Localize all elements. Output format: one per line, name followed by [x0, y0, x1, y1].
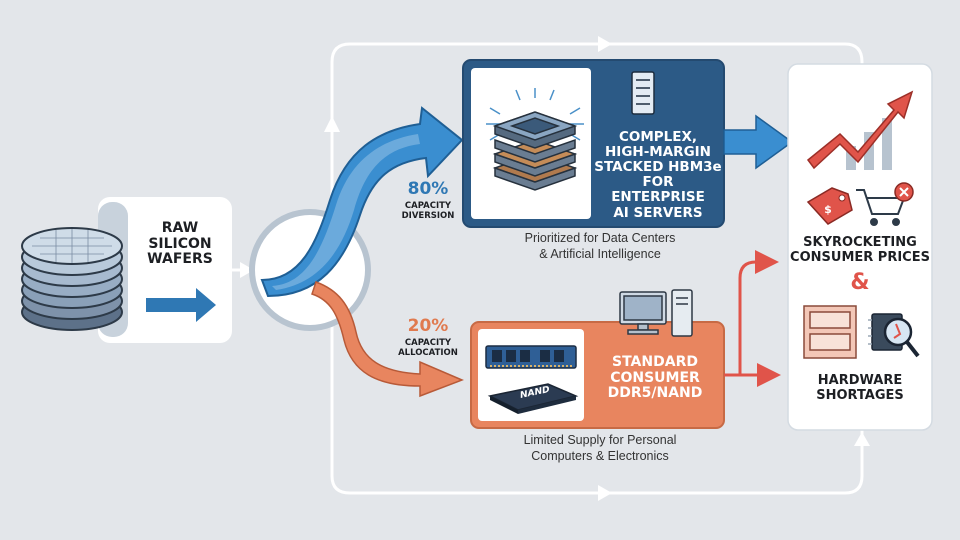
enterprise-title-line4: FOR ENTERPRISE — [611, 174, 705, 206]
outcome-line1: SKYROCKETING — [803, 235, 917, 250]
enterprise-title-line3: STACKED HBM3e — [594, 159, 722, 176]
wafer-stack-icon — [21, 227, 123, 331]
high-capacity-label-line1: CAPACITY — [404, 201, 452, 211]
loop-arrowheads — [240, 36, 870, 501]
bottom-loop-arrowhead — [598, 485, 612, 501]
consumer-caption-line1: Limited Supply for Personal — [523, 433, 677, 447]
right-up-arrowhead — [854, 432, 870, 446]
outcome-line4: SHORTAGES — [816, 387, 904, 403]
rising-price-chart-icon — [806, 90, 914, 170]
consumer-caption: Limited Supply for Personal Computers & … — [480, 433, 720, 464]
low-capacity-label-line2: ALLOCATION — [398, 347, 458, 358]
source-to-hub-arrowhead — [240, 262, 254, 278]
source-right-arrow — [146, 288, 216, 322]
top-loop-line — [330, 42, 612, 270]
outcome-line2: CONSUMER PRICES — [790, 249, 930, 265]
nand-chip-icon — [487, 383, 579, 414]
empty-shelf-icon — [803, 305, 857, 359]
enterprise-title-line5: AI SERVERS — [613, 204, 703, 221]
consumer-title: STANDARD CONSUMER DDR5/NAND — [588, 354, 722, 402]
enterprise-caption-line1: Prioritized for Data Centers — [524, 231, 676, 245]
low-capacity-label: CAPACITY ALLOCATION — [388, 338, 468, 358]
enterprise-caption: Prioritized for Data Centers & Artificia… — [480, 231, 720, 262]
outcome-prices-label: SKYROCKETING CONSUMER PRICES — [790, 235, 930, 265]
ram-module-icon — [485, 345, 577, 369]
outcome-line3: HARDWARE — [817, 373, 903, 388]
hbm-chip-stack-icon — [486, 88, 584, 191]
source-label-line2: SILICON — [148, 235, 212, 252]
top-loop-line-right — [612, 42, 864, 70]
bottom-loop-line-right — [612, 430, 864, 495]
outcome-shortages-label: HARDWARE SHORTAGES — [790, 373, 930, 403]
consumer-caption-line2: Computers & Electronics — [531, 448, 669, 463]
low-capacity-percent: 20% — [407, 316, 449, 336]
consumer-to-outcome-connectors — [724, 250, 781, 387]
server-rack-icon — [631, 71, 655, 115]
desktop-computer-icon — [619, 289, 693, 337]
high-capacity-percent: 80% — [407, 179, 449, 199]
enterprise-title: COMPLEX, HIGH-MARGIN STACKED HBM3e FOR E… — [594, 129, 722, 221]
enterprise-title-line1: COMPLEX, — [618, 129, 698, 145]
enterprise-title-line2: HIGH-MARGIN — [605, 144, 711, 161]
source-label-line1: RAW — [161, 220, 199, 236]
outcome-connector: & — [850, 270, 870, 295]
left-up-arrowhead — [324, 116, 340, 132]
source-label: RAW SILICON WAFERS — [130, 220, 230, 268]
consumer-title-line3: DDR5/NAND — [607, 385, 703, 402]
low-capacity-label-line1: CAPACITY — [404, 338, 452, 348]
source-label-line3: WAFERS — [147, 251, 213, 268]
high-capacity-flow-ribbon — [260, 106, 464, 298]
chip-search-icon — [868, 313, 920, 358]
top-loop-arrowhead — [598, 36, 612, 52]
svg-text:$: $ — [824, 203, 832, 216]
price-tag-icon: $ — [806, 187, 853, 225]
outer-loop-connectors — [232, 42, 864, 495]
high-capacity-label-line2: DIVERSION — [401, 210, 455, 221]
bottom-loop-line — [330, 270, 612, 495]
low-capacity-flow-ribbon — [311, 281, 464, 398]
enterprise-to-outcome-arrow — [723, 114, 794, 170]
cart-unavailable-icon — [894, 182, 914, 202]
high-capacity-label: CAPACITY DIVERSION — [390, 201, 466, 221]
enterprise-caption-line2: & Artificial Intelligence — [539, 246, 661, 261]
consumer-title-line1: STANDARD — [612, 354, 698, 370]
consumer-title-line2: CONSUMER — [610, 369, 700, 386]
